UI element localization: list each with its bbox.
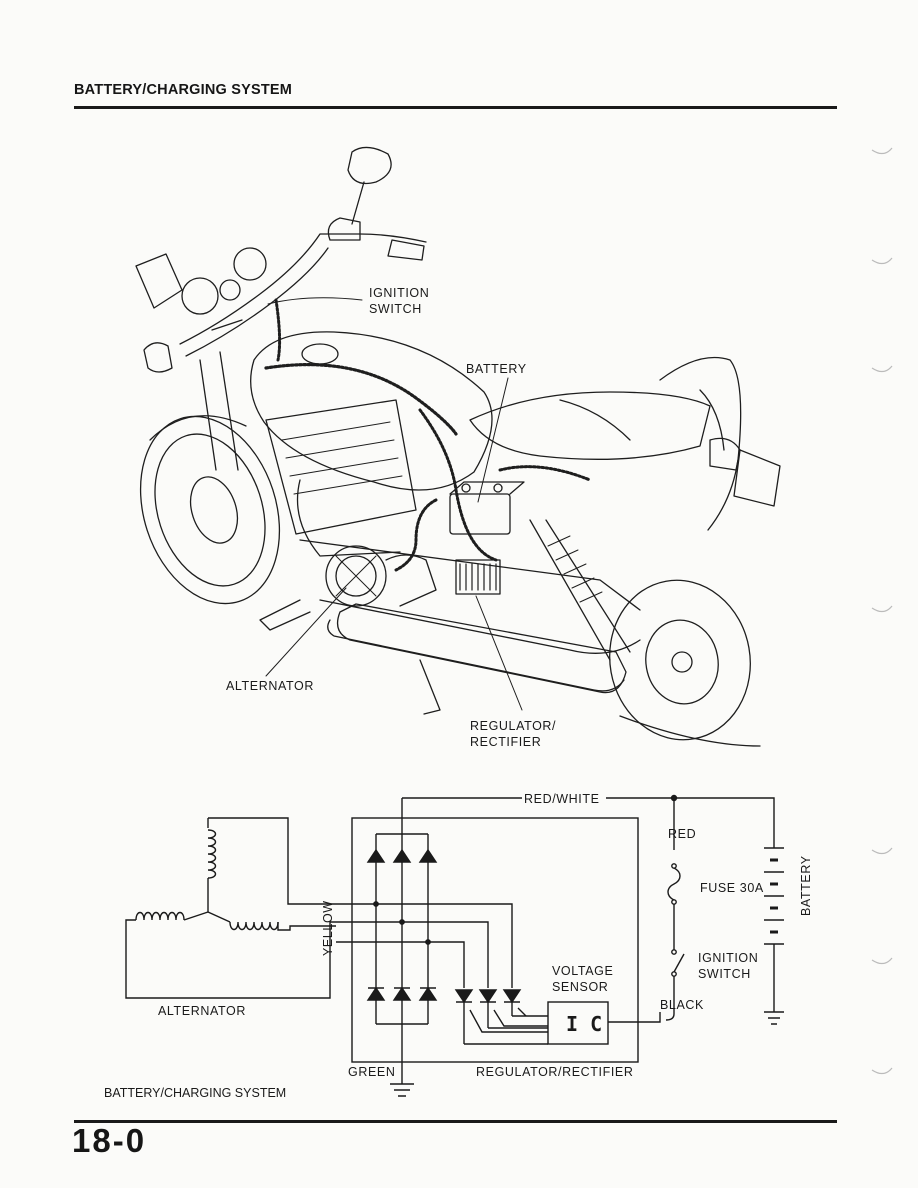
diode-icon — [366, 848, 386, 863]
header-rule — [74, 106, 837, 109]
battery-schematic-label: BATTERY — [799, 855, 813, 916]
page-header-title: BATTERY/CHARGING SYSTEM — [74, 82, 293, 98]
mirror-right-icon — [347, 146, 392, 185]
diode-icon — [392, 986, 412, 1001]
diode-icon — [418, 848, 438, 863]
green-wire-label: GREEN — [348, 1065, 395, 1079]
diode-icon — [366, 986, 386, 1001]
red-white-wire-label: RED/WHITE — [524, 792, 600, 806]
alternator-coil-top-icon — [207, 829, 217, 879]
schematic-caption: BATTERY/CHARGING SYSTEM — [104, 1086, 286, 1100]
alternator-coil-right-icon — [229, 921, 279, 931]
ignition-switch-schematic-label: IGNITION — [698, 951, 758, 965]
scr-icon — [478, 989, 498, 1004]
ignition-switch-schematic-label: SWITCH — [698, 967, 751, 981]
diode-icon — [392, 848, 412, 863]
rectifier-label: RECTIFIER — [470, 735, 541, 749]
red-wire-label: RED — [668, 827, 696, 841]
wiring-schematic — [125, 794, 784, 1097]
ignition-switch-icon — [673, 953, 685, 973]
yellow-wire-label: YELLOW — [321, 900, 335, 956]
footer-rule — [74, 1120, 837, 1123]
ignition-switch-label: SWITCH — [369, 302, 422, 316]
black-wire-label: BLACK — [660, 998, 704, 1012]
regulator-rectifier-box — [351, 817, 639, 1063]
diode-icon — [418, 986, 438, 1001]
alternator-label: ALTERNATOR — [226, 679, 314, 693]
ignition-switch-label: IGNITION — [369, 286, 429, 300]
ic-label: I C — [566, 1012, 602, 1036]
scr-icon — [502, 989, 522, 1004]
motorcycle-illustration — [135, 146, 781, 747]
battery-label: BATTERY — [466, 362, 527, 376]
voltage-sensor-label: SENSOR — [552, 980, 608, 994]
scr-icon — [454, 989, 474, 1004]
page-number: 18-0 — [72, 1122, 147, 1159]
alternator-coil-left-icon — [135, 911, 185, 921]
ic-block — [547, 1001, 609, 1045]
fuse-icon — [667, 867, 681, 901]
binding-marks — [871, 147, 893, 1075]
alternator-schematic-label: ALTERNATOR — [158, 1004, 246, 1018]
alt-wire-top — [208, 817, 336, 905]
voltage-sensor-label: VOLTAGE — [552, 964, 613, 978]
fuse-label: FUSE 30A — [700, 881, 764, 895]
mirror-left-icon — [135, 253, 183, 309]
regulator-label: REGULATOR/ — [470, 719, 556, 733]
regulator-rectifier-label: REGULATOR/RECTIFIER — [476, 1065, 633, 1079]
